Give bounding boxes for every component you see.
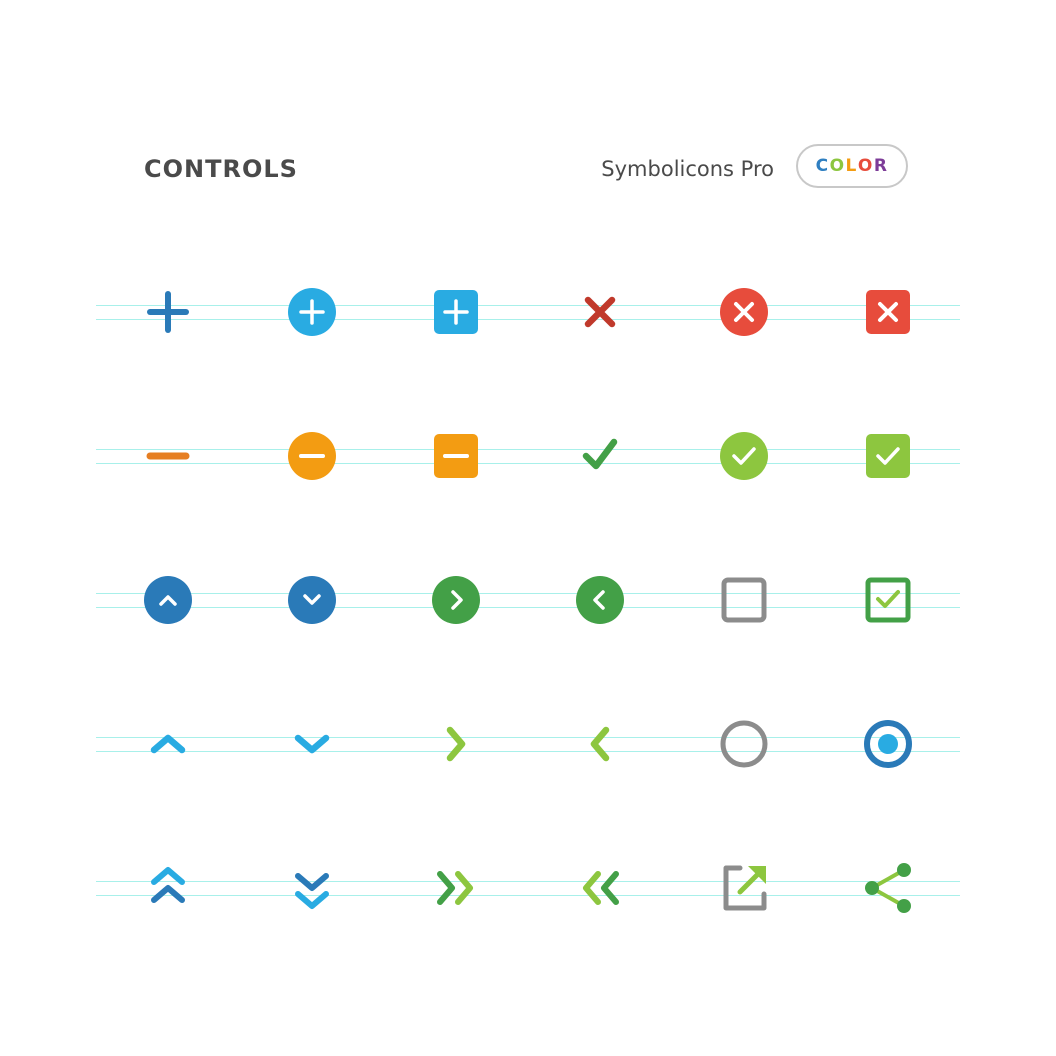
minus-circle-icon <box>284 428 340 484</box>
guide-line <box>96 751 960 752</box>
close-square-icon <box>860 284 916 340</box>
chevron-right-icon <box>428 716 484 772</box>
close-circle-icon <box>716 284 772 340</box>
radio-selected-icon <box>860 716 916 772</box>
radio-empty-icon <box>716 716 772 772</box>
guide-line <box>96 463 960 464</box>
minus-square-icon <box>428 428 484 484</box>
chevron-up-circle-icon <box>140 572 196 628</box>
chevron-left-circle-icon <box>572 572 628 628</box>
chevron-left-icon <box>572 716 628 772</box>
badge-letter: O <box>857 156 874 176</box>
double-chevron-up-icon <box>140 860 196 916</box>
badge-letter: L <box>845 156 858 176</box>
guide-line <box>96 319 960 320</box>
badge-letter: C <box>815 156 830 176</box>
plus-circle-icon <box>284 284 340 340</box>
badge-letter: O <box>829 156 846 176</box>
external-link-icon <box>716 860 772 916</box>
check-circle-icon <box>716 428 772 484</box>
close-icon <box>572 284 628 340</box>
chevron-down-circle-icon <box>284 572 340 628</box>
guide-line <box>96 737 960 738</box>
chevron-right-circle-icon <box>428 572 484 628</box>
guide-line <box>96 305 960 306</box>
guide-line <box>96 593 960 594</box>
guide-line <box>96 881 960 882</box>
badge-letter: R <box>873 156 889 176</box>
share-icon <box>860 860 916 916</box>
check-square-icon <box>860 428 916 484</box>
color-badge[interactable]: C O L O R <box>796 144 908 188</box>
guide-line <box>96 449 960 450</box>
chevron-up-icon <box>140 716 196 772</box>
brand-name: Symbolicons Pro <box>601 157 774 181</box>
guide-line <box>96 607 960 608</box>
plus-icon <box>140 284 196 340</box>
plus-square-icon <box>428 284 484 340</box>
double-chevron-right-icon <box>428 860 484 916</box>
checkbox-empty-icon <box>716 572 772 628</box>
chevron-down-icon <box>284 716 340 772</box>
page-title: CONTROLS <box>144 155 298 183</box>
checkbox-checked-icon <box>860 572 916 628</box>
minus-icon <box>140 428 196 484</box>
double-chevron-down-icon <box>284 860 340 916</box>
double-chevron-left-icon <box>572 860 628 916</box>
guide-line <box>96 895 960 896</box>
check-icon <box>572 428 628 484</box>
